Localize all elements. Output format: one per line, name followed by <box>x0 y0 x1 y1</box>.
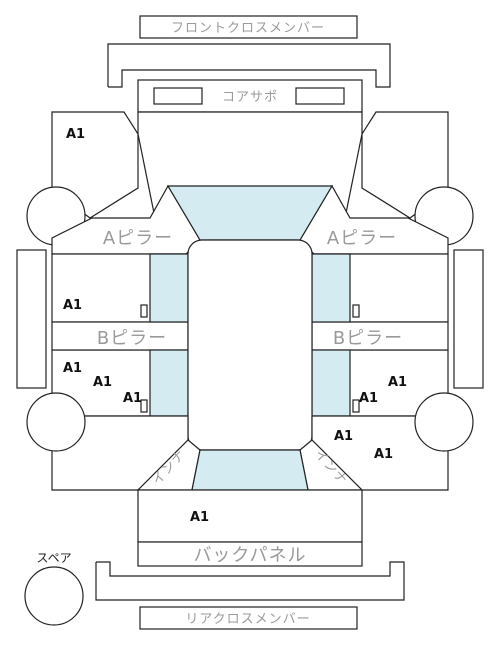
damage-mark-right-rear-quarter-lower: A1 <box>334 429 353 444</box>
damage-mark-right-rear-quarter-upper: A1 <box>359 391 378 406</box>
left-rear-door-handle <box>140 399 148 413</box>
right-front-door-handle <box>352 304 360 318</box>
roof-panel[interactable] <box>187 239 313 451</box>
b-pillar-right-label: Bピラー <box>333 328 403 349</box>
right-rear-door-handle <box>352 399 360 413</box>
a-pillar-left-label: Aピラー <box>103 228 173 249</box>
headlight-right <box>295 87 345 105</box>
back-panel-label: バックパネル <box>193 545 306 566</box>
spare-tire[interactable] <box>24 566 84 626</box>
front-right-fender[interactable] <box>361 111 449 219</box>
left-rear-window[interactable] <box>149 349 189 417</box>
core-support-label: コアサポ <box>222 90 278 105</box>
headlight-left <box>153 87 203 105</box>
front-cross-member-box[interactable] <box>139 15 358 39</box>
b-pillar-left-label: Bピラー <box>97 328 167 349</box>
damage-mark-right-rear-door: A1 <box>388 375 407 390</box>
b-pillar-right[interactable] <box>311 321 449 351</box>
spare-tire-label: スペア <box>36 551 71 565</box>
damage-mark-right-rear-quarter-bottom: A1 <box>374 447 393 462</box>
rear-left-wheel[interactable] <box>26 392 86 452</box>
rear-bumper-bracket <box>95 561 405 601</box>
left-front-window[interactable] <box>149 253 189 323</box>
rear-window[interactable] <box>191 449 309 491</box>
right-front-window[interactable] <box>311 253 351 323</box>
front-cross-member-label: フロントクロスメンバー <box>171 21 325 36</box>
right-side-sill[interactable] <box>453 249 484 389</box>
damage-mark-left-rear-quarter-upper: A1 <box>93 375 112 390</box>
left-front-door-handle <box>140 304 148 318</box>
damage-mark-front-left-fender: A1 <box>66 127 85 142</box>
back-panel-box[interactable] <box>137 541 363 567</box>
right-rear-window[interactable] <box>311 349 351 417</box>
rear-right-wheel[interactable] <box>414 392 474 452</box>
rear-cross-member-label: リアクロスメンバー <box>185 612 310 627</box>
left-side-sill[interactable] <box>16 249 47 389</box>
trunk-lid[interactable] <box>137 489 363 543</box>
front-bumper-bracket <box>107 43 391 88</box>
rear-cross-member-box[interactable] <box>139 606 358 630</box>
damage-mark-left-rear-quarter-lower: A1 <box>123 391 142 406</box>
damage-mark-left-front-door: A1 <box>63 298 82 313</box>
a-pillar-right-label: Aピラー <box>327 228 397 249</box>
damage-mark-trunk-lid: A1 <box>190 510 209 525</box>
damage-mark-left-rear-door: A1 <box>63 361 82 376</box>
